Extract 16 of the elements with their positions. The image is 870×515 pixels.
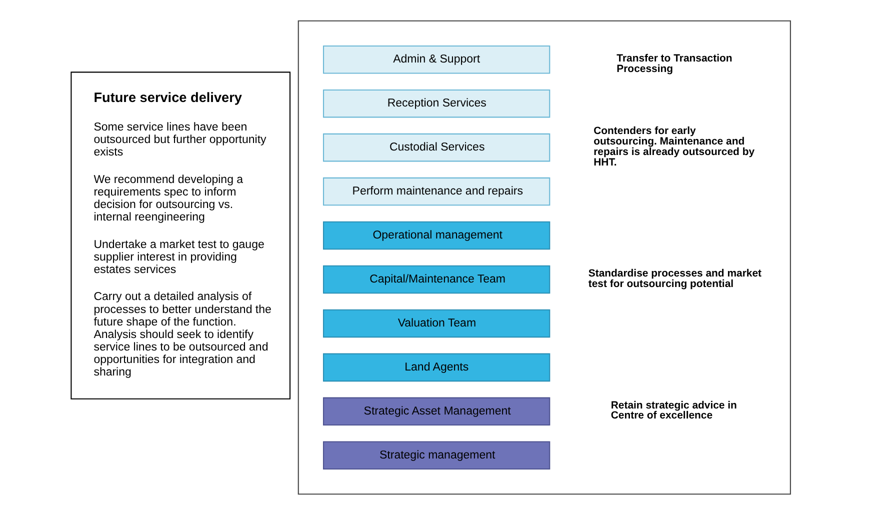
cluster <box>298 20 791 495</box>
node-box: Admin & Support <box>322 46 550 74</box>
node-box: Custodial Services <box>322 133 550 162</box>
node-box: Land Agents <box>322 353 550 382</box>
node-box: Strategic management <box>322 441 550 470</box>
label: Retain strategic advice in Centre of excellence <box>610 400 737 422</box>
label: Transfer to Transaction Processing <box>616 54 732 76</box>
node-box: Valuation Team <box>322 309 550 338</box>
node-box: Perform maintenance and repairs <box>322 177 550 206</box>
node-box: Capital/Maintenance Team <box>322 265 550 294</box>
node-box: Reception Services <box>322 89 550 118</box>
node-box: Future service delivery Some service lines have been outsourced but further opportunity exists We recommend developing a requirements spec to inform decision for outsourcing vs. internal reengineering Undertake a market test to gauge supplier interest in providing estates services Carry out a detailed analysis of processes to better understand the future shape of the function. Analysis should seek to identify service lines to be outsourced and opportunities for integration and sharing <box>70 72 291 400</box>
node-box: Strategic Asset Management <box>322 397 550 426</box>
node-box: Operational management <box>322 221 550 250</box>
label: Standardise processes and market test for outsourcing potential <box>588 268 762 290</box>
label: Contenders for early outsourcing. Maintenance and repairs is already outsourced by HHT. <box>594 126 755 168</box>
